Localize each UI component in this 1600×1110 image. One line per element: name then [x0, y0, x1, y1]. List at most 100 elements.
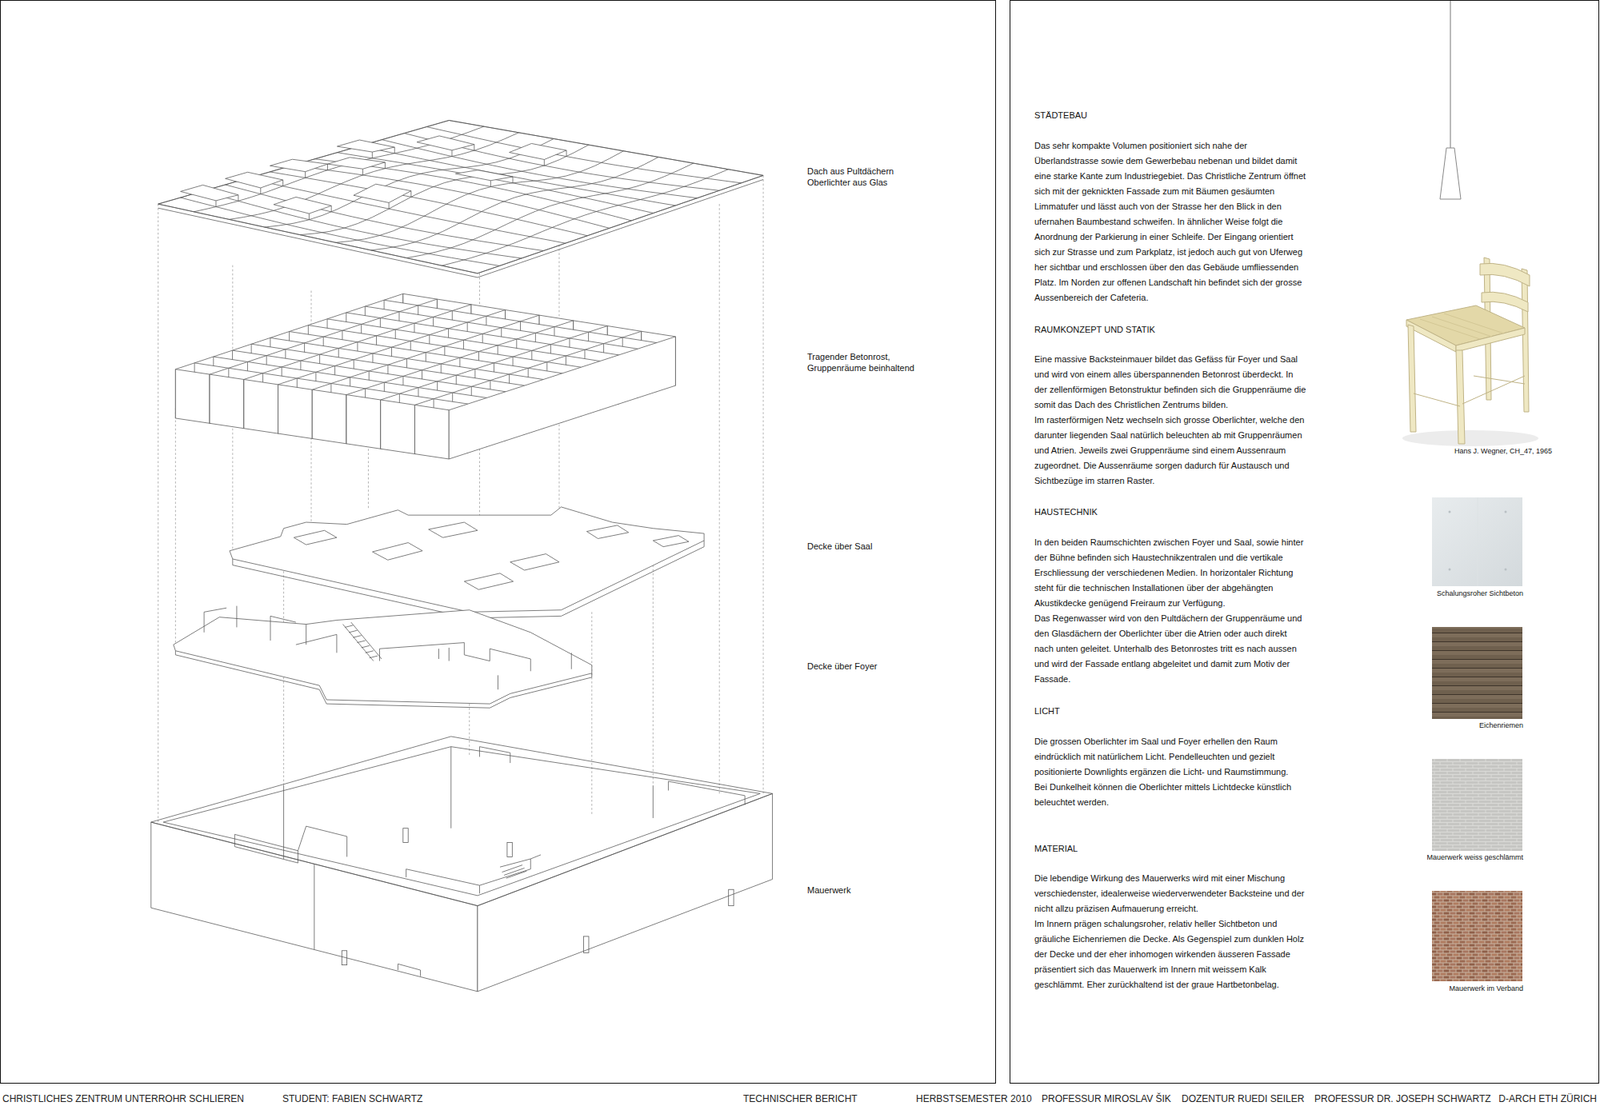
- drawing-stroke: [269, 159, 328, 172]
- image-caption: Schalungsroher Sichtbeton: [1363, 589, 1524, 599]
- footer-label: PROFESSUR MIROSLAV ŠIK: [1041, 1093, 1172, 1105]
- drawing-stroke: [410, 191, 412, 198]
- drawing-stroke: [381, 140, 697, 199]
- drawing-stroke: [512, 176, 514, 184]
- drawing-stroke: [591, 612, 592, 816]
- drawing-stroke: [1456, 328, 1525, 352]
- drawing-stroke: [372, 543, 423, 561]
- drawing-stroke: [312, 389, 347, 444]
- image-caption: Mauerwerk weiss geschlämmt: [1363, 853, 1524, 863]
- drawing-stroke: [1450, 0, 1452, 148]
- drawing-stroke: [260, 188, 261, 195]
- body-text: Die grossen Oberlichter im Saal und Foye…: [1034, 734, 1307, 780]
- drawing-stroke: [1448, 511, 1452, 514]
- drawing-stroke: [477, 793, 773, 992]
- drawing-stroke: [209, 374, 244, 429]
- drawing-stroke: [270, 616, 272, 641]
- drawing-stroke: [490, 180, 492, 188]
- section-heading: MATERIAL: [1034, 841, 1307, 857]
- drawing-stroke: [158, 120, 450, 205]
- exploded-axonometry: [151, 120, 773, 992]
- image-caption: Mauerwerk im Verband: [1363, 984, 1524, 994]
- drawing-stroke: [328, 157, 386, 169]
- drawing-stroke: [283, 571, 284, 786]
- drawing-panel: Dach aus Pultdächern Oberlichter aus Gla…: [0, 0, 996, 1084]
- material-swatches: [1432, 497, 1523, 982]
- body-text: Das Regenwasser wird von den Pultdächern…: [1034, 611, 1307, 688]
- drawing-stroke: [1477, 497, 1479, 587]
- drawing-stroke: [203, 191, 522, 259]
- drawing-stroke: [248, 178, 566, 244]
- body-text: Im Innern prägen schalungsroher, relativ…: [1034, 916, 1307, 993]
- drawing-stroke: [571, 652, 572, 669]
- drawing-stroke: [1432, 759, 1523, 852]
- drawing-stroke: [163, 747, 760, 896]
- drawing-stroke: [388, 202, 390, 209]
- body-text: Die lebendige Wirkung des Mauerwerks wir…: [1034, 871, 1307, 917]
- drawing-stroke: [1448, 568, 1452, 572]
- drawing-stroke: [327, 164, 328, 171]
- drawing-stroke: [336, 152, 653, 214]
- section-heading: STÄDTEBAU: [1034, 108, 1307, 124]
- drawing-stroke: [305, 624, 307, 646]
- drawing-stroke: [504, 868, 525, 876]
- drawing-stroke: [234, 834, 298, 864]
- foyer-ceiling-slab: [173, 606, 592, 709]
- drawing-stroke: [204, 612, 205, 633]
- drawing-stroke: [236, 606, 237, 628]
- drawing-stroke: [438, 648, 440, 660]
- drawing-stroke: [403, 828, 408, 844]
- drawing-stroke: [448, 120, 764, 176]
- drawing-stroke: [455, 170, 513, 181]
- pendant-lamp: [1440, 0, 1461, 200]
- drawing-stroke: [448, 648, 450, 662]
- drawing-stroke: [204, 608, 227, 612]
- drawing-stroke: [450, 747, 452, 829]
- drawing-stroke: [668, 781, 745, 805]
- drawing-stroke: [1473, 376, 1525, 384]
- concrete-grid: [175, 293, 676, 460]
- drawing-stroke: [361, 645, 370, 648]
- drawing-stroke: [215, 200, 216, 208]
- drawing-stroke: [175, 369, 210, 424]
- drawing-stroke: [719, 204, 720, 796]
- drawing-stroke: [406, 163, 694, 258]
- drawing-stroke: [331, 205, 332, 212]
- drawing-stroke: [353, 184, 412, 203]
- drawing-stroke: [497, 675, 499, 690]
- masonry-shell: [151, 736, 773, 992]
- drawing-stroke: [229, 507, 704, 612]
- drawing-stroke: [380, 400, 416, 455]
- drawing-stroke: [489, 648, 531, 672]
- footer-label: DOZENTUR RUEDI SEILER: [1181, 1093, 1304, 1105]
- drawing-stroke: [313, 864, 315, 950]
- drawing-stroke: [283, 785, 284, 860]
- roof-grid: [158, 120, 764, 278]
- drawing-stroke: [404, 133, 720, 192]
- drawing-stroke: [394, 147, 396, 154]
- section-heading: LICHT: [1034, 704, 1307, 720]
- drawing-stroke: [1521, 268, 1529, 412]
- drawing-stroke: [336, 151, 624, 244]
- layer-label: Decke über Saal: [807, 540, 928, 552]
- drawing-stroke: [278, 384, 313, 440]
- drawing-stroke: [566, 150, 568, 157]
- drawing-stroke: [477, 175, 764, 273]
- drawing-stroke: [336, 140, 395, 152]
- drawing-stroke: [464, 655, 490, 662]
- drawing-stroke: [273, 196, 332, 214]
- drawing-stroke: [1413, 393, 1460, 407]
- drawing-stroke: [175, 408, 176, 645]
- drawing-stroke: [502, 865, 524, 873]
- footer-label: HERBSTSEMESTER 2010: [916, 1093, 1032, 1105]
- drawing-stroke: [341, 951, 347, 966]
- footer-label: D-ARCH ETH ZÜRICH: [1498, 1093, 1597, 1105]
- drawing-stroke: [1504, 511, 1508, 514]
- drawing-stroke: [506, 871, 528, 879]
- drawing-stroke: [293, 530, 337, 545]
- body-text: Bei Dunkelheit können die Oberlichter mi…: [1034, 780, 1307, 811]
- drawing-stroke: [510, 554, 560, 571]
- drawing-stroke: [414, 404, 449, 460]
- drawing-stroke: [158, 204, 478, 274]
- drawing-stroke: [304, 172, 306, 179]
